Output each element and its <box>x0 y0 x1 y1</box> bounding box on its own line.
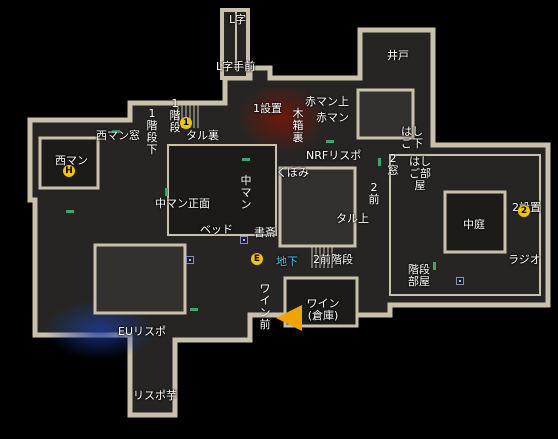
label-ichi-secchi: 1設置 <box>253 102 282 115</box>
center-block <box>278 166 357 248</box>
player-direction-arrow-icon <box>276 305 302 331</box>
label-naka-man: 中マン <box>240 174 252 211</box>
label-akaman-ue: 赤マン上 <box>305 95 349 108</box>
label-rajio: ラジオ <box>508 253 541 266</box>
label-ni-mae: 2前 <box>368 181 380 206</box>
label-wain-mae: ワイン前 <box>259 282 271 331</box>
label-kibako-ura: 木箱裏 <box>292 107 304 144</box>
label-taru-ura: タル裏 <box>186 129 219 142</box>
label-kubomi: くぼみ <box>276 166 309 179</box>
label-beddo: ベッド <box>200 223 233 236</box>
label-chika: 地下 <box>276 255 298 268</box>
objective-marker-icon[interactable]: H <box>63 165 75 177</box>
objective-marker-icon[interactable]: 1 <box>180 117 192 129</box>
label-shosai: 書斎 <box>254 226 276 239</box>
label-l-ji-temae: L字手前 <box>216 60 256 73</box>
label-risupo-imo: リスポ芋 <box>133 389 177 402</box>
label-eu-risupo: EUリスポ <box>118 325 167 338</box>
label-ikkai-dan: 1階段 <box>169 97 181 134</box>
camera-icon[interactable] <box>186 256 194 264</box>
label-nrf-risupo: NRFリスポ <box>306 149 362 162</box>
label-hashigo-heya: はしご部屋 <box>409 155 431 192</box>
label-ni-mado: 2窓 <box>387 152 399 177</box>
door-marks <box>66 130 436 311</box>
label-ni-mae-kaidan: 2前階段 <box>313 253 353 266</box>
label-ikkai-kaidan-shita: 1階段下 <box>146 107 158 156</box>
label-ido: 井戸 <box>387 49 409 62</box>
label-wain-souko: ワイン(倉庫) <box>306 297 340 322</box>
label-nishiman-mado: 西マン窓 <box>96 129 140 142</box>
courtyard <box>443 190 507 254</box>
camera-icon[interactable] <box>456 277 464 285</box>
label-hashigo-shita: はしご下 <box>401 125 423 150</box>
label-nakaniwa: 中庭 <box>463 218 485 231</box>
west-block <box>93 243 187 315</box>
label-akaman: 赤マン <box>316 111 349 124</box>
label-naka-man-shomen: 中マン正面 <box>155 197 210 210</box>
label-kaidan-heya: 階段部屋 <box>408 263 430 288</box>
middle-man-room <box>167 144 277 236</box>
camera-icon[interactable] <box>240 236 248 244</box>
label-taru-ue: タル上 <box>336 212 369 225</box>
stairs-2 <box>311 246 333 268</box>
red-man-room <box>356 88 415 140</box>
west-man-room <box>38 136 100 190</box>
objective-marker-icon[interactable]: E <box>251 253 263 265</box>
ladder-room <box>389 154 541 296</box>
label-l-ji: L字 <box>229 13 247 26</box>
label-nishiman: 西マン <box>55 154 88 167</box>
objective-marker-icon[interactable]: 2 <box>518 205 530 217</box>
